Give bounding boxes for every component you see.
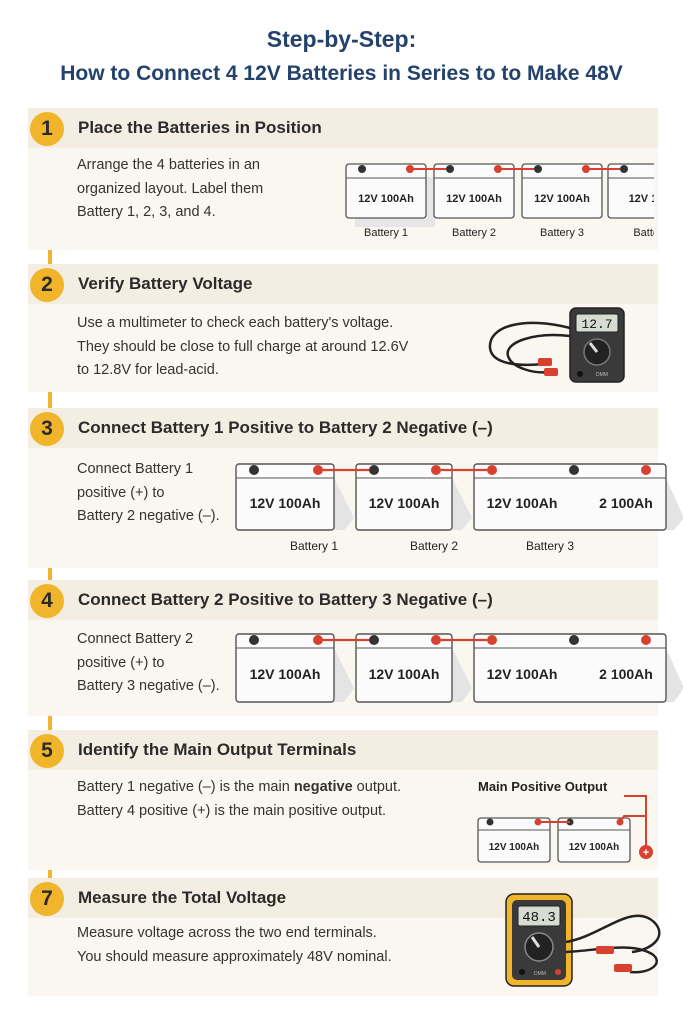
step-3-number-badge: 3 xyxy=(30,412,64,446)
battery-3-rating: 12V 100Ah xyxy=(487,495,558,511)
step-7-description: Measure voltage across the two end termi… xyxy=(77,925,392,965)
step-5: 5 Identify the Main Output Terminals Bat… xyxy=(28,730,658,870)
output-battery-2-rating: 12V 100Ah xyxy=(569,842,620,853)
step-4-battery-diagram: 12V 100Ah 12V 100Ah 12V 100Ah 2 100Ah xyxy=(235,633,683,703)
battery-4: 12V 10 xyxy=(607,163,664,219)
step-1-number-badge: 1 xyxy=(30,112,64,146)
meter-1-display: 12.7 xyxy=(581,317,612,332)
step-2: 2 Verify Battery Voltage Use a multimete… xyxy=(28,264,658,392)
battery-2-label: Battery 2 xyxy=(410,539,458,553)
battery-1-label: Battery 1 xyxy=(364,227,408,239)
step-5-output-diagram: Main Positive Output 12V 100Ah 12V 100Ah… xyxy=(477,779,653,863)
page-subtitle: How to Connect 4 12V Batteries in Series… xyxy=(60,62,623,85)
step-2-number-badge: 2 xyxy=(30,268,64,302)
battery-1: 12V 100Ah xyxy=(235,633,354,703)
battery-4-rating: 2 100Ah xyxy=(599,495,653,511)
battery-2: 12V 100Ah xyxy=(355,633,472,703)
battery-3-4-block: 12V 100Ah 2 100Ah xyxy=(473,633,683,703)
step-1-battery-diagram: 12V 100Ah 12V 100Ah 12V 100Ah 12V 10 xyxy=(345,163,654,239)
step-2-header xyxy=(28,264,658,304)
battery-2-rating: 12V 100Ah xyxy=(446,193,502,205)
step-3-description: Connect Battery 1 positive (+) to Batter… xyxy=(77,461,220,524)
main-positive-output-callout: Main Positive Output xyxy=(478,779,608,794)
step-4-heading: Connect Battery 2 Positive to Battery 3 … xyxy=(78,590,493,609)
meter-2-brand: DMM xyxy=(534,971,546,977)
step-1-heading: Place the Batteries in Position xyxy=(78,118,322,137)
battery-4-rating: 12V 10 xyxy=(629,193,664,205)
multimeter-icon: 12.7 DMM xyxy=(488,307,625,383)
meter-2-display: 48.3 xyxy=(522,910,556,926)
step-5-header xyxy=(28,730,658,770)
step-7-number-badge: 7 xyxy=(30,882,64,916)
positive-terminal-icon xyxy=(639,845,653,859)
battery-2-rating: 12V 100Ah xyxy=(369,666,440,682)
battery-4-rating: 2 100Ah xyxy=(599,666,653,682)
multimeter-icon: 48.3 DMM xyxy=(505,893,661,987)
battery-b: 12V 100Ah xyxy=(557,817,631,863)
step-4-description: Connect Battery 2 positive (+) to Batter… xyxy=(77,631,220,694)
step-4-number-badge: 4 xyxy=(30,584,64,618)
battery-1: 12V 100Ah xyxy=(235,463,354,531)
battery-3: 12V 100Ah xyxy=(521,163,603,219)
output-battery-1-rating: 12V 100Ah xyxy=(489,842,540,853)
step-3: 3 Connect Battery 1 Positive to Battery … xyxy=(28,408,683,568)
step-4-header xyxy=(28,580,658,620)
battery-1-rating: 12V 100Ah xyxy=(358,193,414,205)
svg-text:+: + xyxy=(643,847,649,859)
step-3-heading: Connect Battery 1 Positive to Battery 2 … xyxy=(78,418,493,437)
battery-3-4-block: 12V 100Ah 2 100Ah xyxy=(473,463,683,531)
battery-a: 12V 100Ah xyxy=(477,817,551,863)
step-7: 7 Measure the Total Voltage Measure volt… xyxy=(28,878,661,996)
battery-2: 12V 100Ah xyxy=(433,163,515,219)
step-7-heading: Measure the Total Voltage xyxy=(78,888,287,907)
step-1-header xyxy=(28,108,658,148)
battery-2: 12V 100Ah xyxy=(355,463,472,531)
step-1-description: Arrange the 4 batteries in an organized … xyxy=(77,157,264,220)
step-3-header xyxy=(28,408,658,448)
battery-1-rating: 12V 100Ah xyxy=(250,666,321,682)
meter-1-brand: DMM xyxy=(596,372,608,378)
battery-1: 12V 100Ah xyxy=(345,163,435,227)
step-5-description: Battery 1 negative (–) is the main negat… xyxy=(77,779,402,819)
battery-2-label: Battery 2 xyxy=(452,227,496,239)
step-2-description: Use a multimeter to check each battery's… xyxy=(77,315,409,378)
step-4: 4 Connect Battery 2 Positive to Battery … xyxy=(28,580,683,716)
step-2-heading: Verify Battery Voltage xyxy=(78,274,253,293)
battery-3-label: Battery 3 xyxy=(540,227,584,239)
battery-3-label: Battery 3 xyxy=(526,539,574,553)
step-5-number-badge: 5 xyxy=(30,734,64,768)
battery-3-rating: 12V 100Ah xyxy=(534,193,590,205)
step-5-heading: Identify the Main Output Terminals xyxy=(78,740,357,759)
step-3-battery-diagram: 12V 100Ah 12V 100Ah 12V 100Ah 2 100Ah Ba… xyxy=(235,463,683,553)
battery-1-rating: 12V 100Ah xyxy=(250,495,321,511)
battery-1-label: Battery 1 xyxy=(290,539,338,553)
page-title: Step-by-Step: xyxy=(266,26,417,52)
battery-3-rating: 12V 100Ah xyxy=(487,666,558,682)
battery-2-rating: 12V 100Ah xyxy=(369,495,440,511)
battery-4-label: Batter xyxy=(633,227,663,239)
step-1: 1 Place the Batteries in Position Arrang… xyxy=(28,108,658,250)
